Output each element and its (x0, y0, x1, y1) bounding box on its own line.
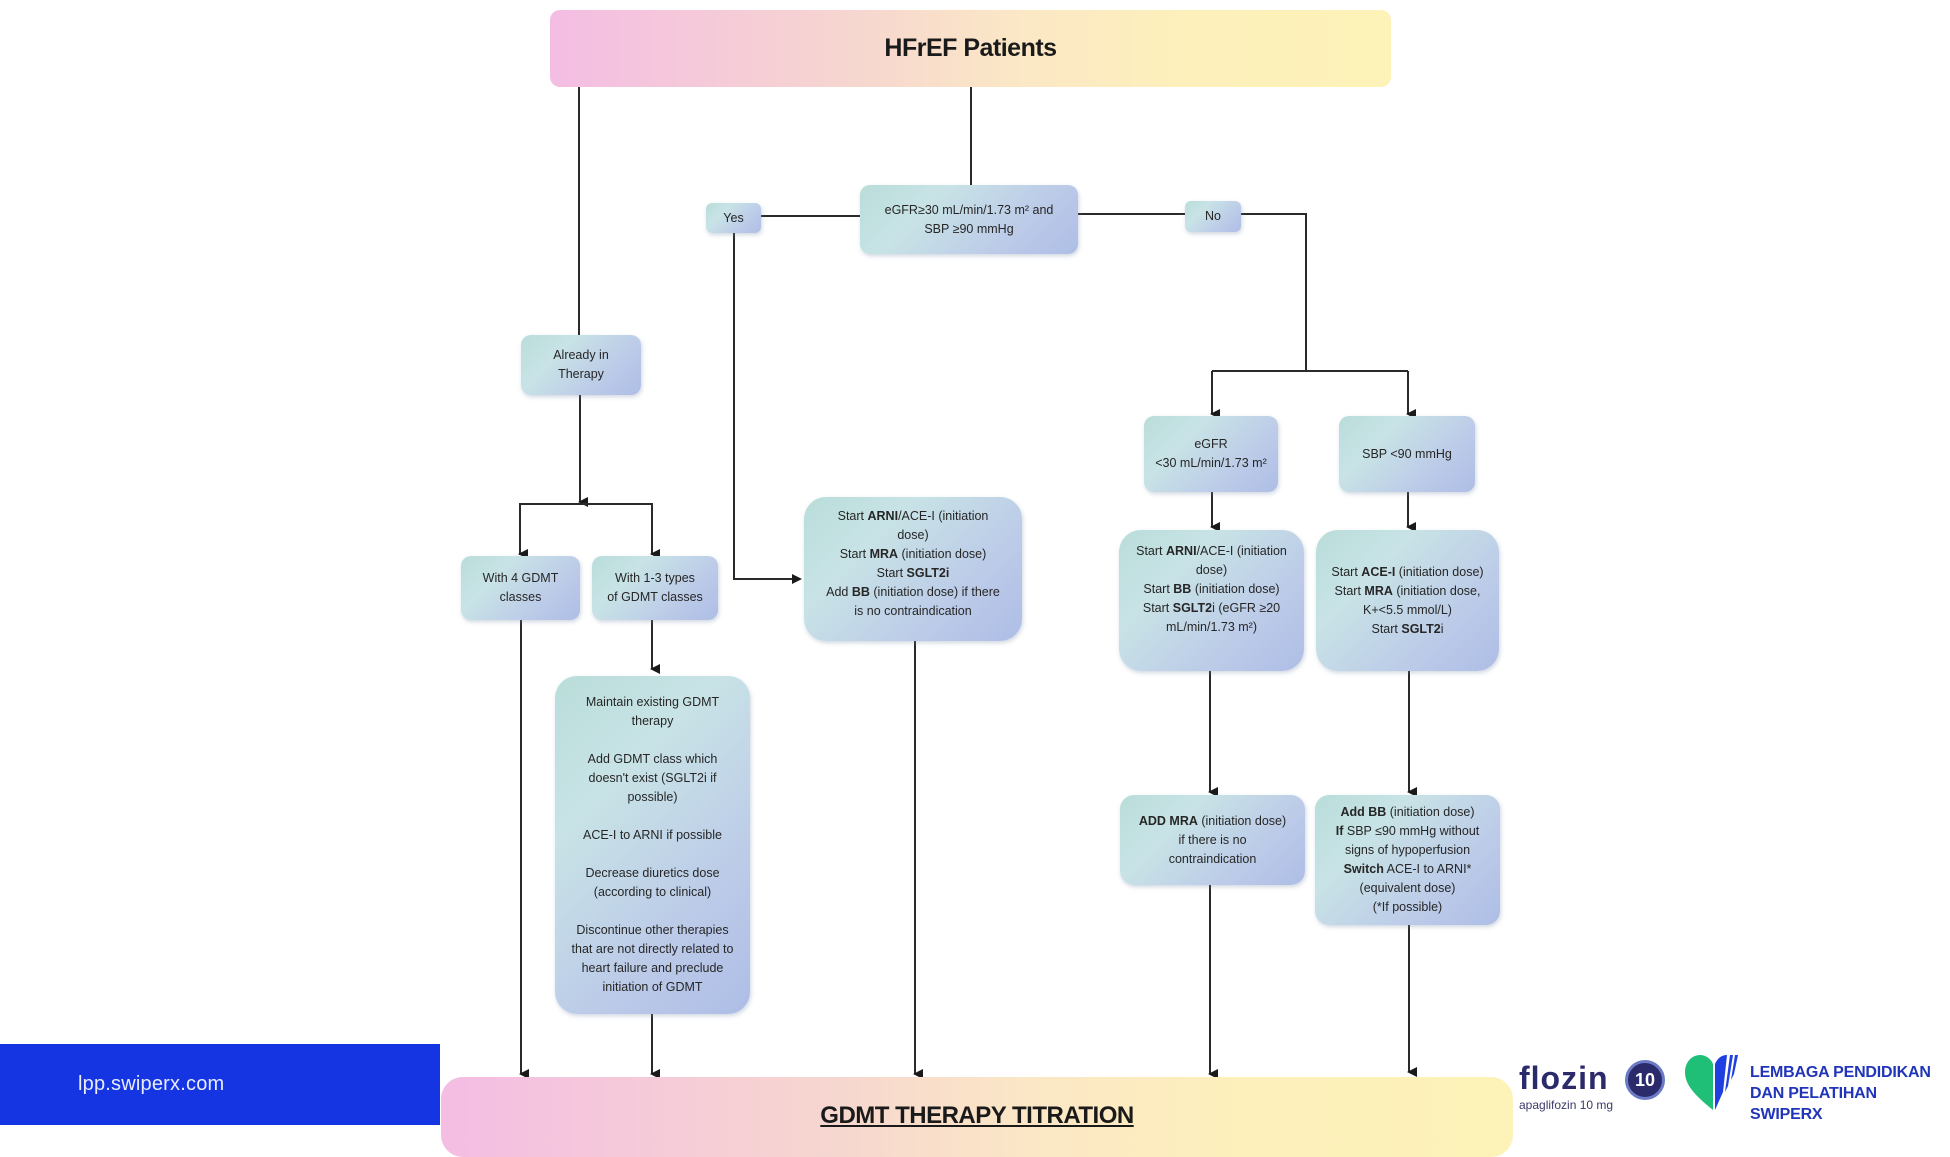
node-add-mra: ADD MRA (initiation dose) if there is no… (1120, 795, 1305, 885)
org-name-line-2: DAN PELATIHAN SWIPERX (1750, 1085, 1877, 1123)
connector-lines (518, 87, 1417, 1079)
flozin-subtitle: apaglifozin 10 mg (1519, 1098, 1614, 1112)
line-yes-to-start (733, 233, 802, 584)
sbp-action-line-3: Start SGLT2i (1371, 621, 1444, 636)
add-mra-line-1: ADD MRA (initiation dose) (1138, 813, 1287, 828)
add-bb-line-3: Switch ACE-I to ARNI* (1343, 862, 1472, 876)
node-egfr-low: eGFR <30 mL/min/1.73 m² (1144, 416, 1278, 492)
egfr-low-line-1: eGFR (1194, 437, 1228, 451)
node-add-bb: Add BB (initiation dose) If SBP ≤90 mmHg… (1315, 795, 1500, 925)
node-with-1-3-gdmt: With 1-3 types of GDMT classes (592, 556, 718, 620)
egfr-low-line-2: <30 mL/min/1.73 m² (1155, 456, 1267, 470)
egfr-action-line-2: Start BB (initiation dose) (1143, 582, 1280, 596)
sbp-low-line-1: SBP <90 mmHg (1362, 446, 1452, 461)
maintain-item: ACE-I to ARNI if possible (583, 828, 722, 842)
line-no-branch (1241, 213, 1307, 371)
no-label: No (1205, 209, 1221, 223)
egfr-action-line-1: Start ARNI/ACE-I (initiation dose) (1136, 544, 1287, 577)
node-with-4-gdmt: With 4 GDMT classes (461, 556, 580, 620)
with-1-3-line-1: With 1-3 types (615, 571, 695, 585)
with-4-line-1: With 4 GDMT (482, 571, 559, 585)
node-egfr-low-action: Start ARNI/ACE-I (initiation dose) Start… (1119, 530, 1304, 671)
node-no: No (1185, 201, 1241, 232)
dose-badge-icon: 10 (1625, 1060, 1665, 1100)
line-already-split (519, 503, 653, 555)
maintain-item: Discontinue other therapies that are not… (571, 923, 734, 994)
add-bb-line-4: (equivalent dose) (1359, 881, 1456, 895)
maintain-item: Add GDMT class which doesn't exist (SGLT… (587, 752, 718, 804)
start-line-3: Start SGLT2i (876, 566, 950, 580)
start-line-1: Start ARNI/ACE-I (initiation dose) (837, 509, 989, 542)
add-bb-line-1: Add BB (initiation dose) (1340, 805, 1475, 819)
org-name: LEMBAGA PENDIDIKAN DAN PELATIHAN SWIPERX (1750, 1062, 1950, 1125)
node-maintain-existing-gdmt: Maintain existing GDMT therapy Add GDMT … (555, 676, 750, 1014)
sbp-action-line-1: Start ACE-I (initiation dose) (1331, 564, 1484, 579)
node-sbp-low: SBP <90 mmHg (1339, 416, 1475, 492)
heart-logo-icon (1685, 1055, 1738, 1110)
node-already-in-therapy: Already in Therapy (521, 335, 641, 395)
footer-website-link[interactable]: lpp.swiperx.com (78, 1073, 225, 1095)
maintain-item: Maintain existing GDMT therapy (585, 695, 720, 728)
flozin-logo: flozin (1519, 1060, 1609, 1096)
top-banner-hfref-patients: HFrEF Patients (550, 10, 1391, 87)
with-1-3-line-2: of GDMT classes (607, 590, 703, 604)
add-bb-line-5: (*If possible) (1372, 900, 1443, 914)
node-sbp-low-action: Start ACE-I (initiation dose) Start MRA … (1316, 530, 1499, 671)
footer-website-bar: lpp.swiperx.com (0, 1044, 440, 1125)
with-4-line-2: classes (499, 590, 542, 604)
already-line-2: Therapy (558, 367, 604, 381)
add-mra-line-2: if there is no contraindication (1168, 832, 1257, 866)
yes-label: Yes (723, 210, 744, 225)
org-name-line-1: LEMBAGA PENDIDIKAN (1750, 1064, 1931, 1081)
top-banner-title: HFrEF Patients (884, 34, 1057, 62)
already-line-1: Already in (553, 348, 609, 362)
condition-line-1: eGFR≥30 mL/min/1.73 m² and (884, 202, 1054, 217)
start-line-4: Add BB (initiation dose) if there is no … (826, 585, 1000, 618)
footer-logos: flozin apaglifozin 10 mg 10 LEMBAGA PEND… (1515, 1050, 1950, 1123)
bottom-banner-gdmt-titration: GDMT THERAPY TITRATION (441, 1077, 1513, 1157)
node-start-arni-mra-sglt2i: Start ARNI/ACE-I (initiation dose) Start… (804, 497, 1022, 641)
egfr-action-line-3: Start SGLT2i (eGFR ≥20 mL/min/1.73 m²) (1142, 601, 1281, 634)
node-yes: Yes (706, 203, 761, 233)
condition-line-2: SBP ≥90 mmHg (924, 221, 1014, 236)
maintain-item: Decrease diuretics dose (according to cl… (585, 866, 720, 899)
node-condition-egfr-sbp: eGFR≥30 mL/min/1.73 m² and SBP ≥90 mmHg (860, 185, 1078, 254)
start-line-2: Start MRA (initiation dose) (839, 547, 987, 561)
bottom-banner-title: GDMT THERAPY TITRATION (820, 1102, 1134, 1129)
sbp-action-line-2: Start MRA (initiation dose, K+<5.5 mmol/… (1334, 583, 1481, 617)
add-bb-line-2: If SBP ≤90 mmHg without signs of hypoper… (1335, 824, 1480, 857)
